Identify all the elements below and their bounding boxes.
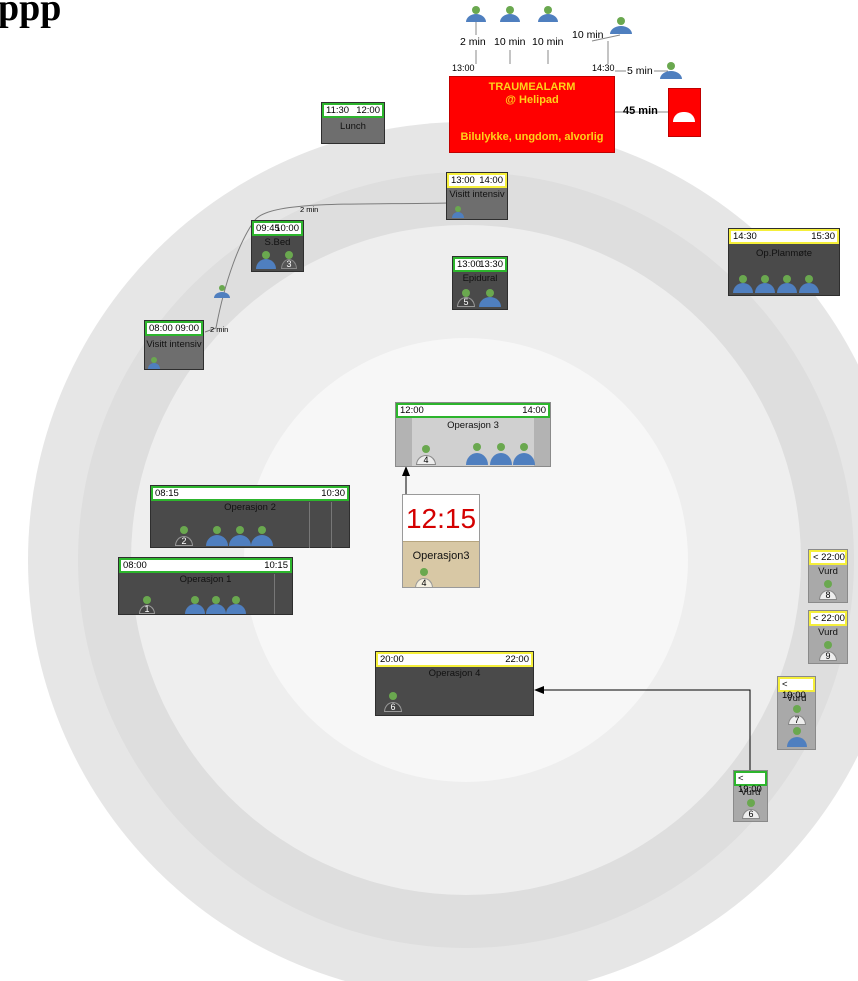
page-title: ppp (0, 0, 62, 29)
person-icon (229, 526, 251, 546)
person-icon (251, 526, 273, 546)
card-label: S.Bed (264, 237, 291, 248)
person-icon (787, 727, 807, 747)
patient-marker: 2 (175, 526, 193, 546)
person-icon (777, 275, 797, 293)
card-label: Op.Planmøte (756, 248, 812, 259)
patient-marker: 6 (384, 692, 402, 712)
alarm-duration: 45 min (623, 105, 658, 117)
person-icon (660, 62, 682, 79)
patient-marker: 5 (457, 289, 475, 307)
patient-marker: 3 (281, 251, 297, 269)
alarm-end: 14:30 (592, 63, 615, 73)
trauma-alarm-card[interactable]: TRAUMEALARM @ Helipad Bilulykke, ungdom,… (449, 76, 615, 153)
patient-marker: 9 (819, 641, 837, 661)
transit-time: 2 min (300, 205, 319, 214)
vurd-card[interactable]: < 22:00 Vurd 8 (808, 549, 848, 603)
current-time-card[interactable]: 12:15 Operasjon3 4 (402, 494, 480, 588)
person-icon (466, 6, 486, 22)
person-icon (185, 596, 205, 614)
patient-marker: 6 (742, 799, 760, 819)
arrival-time: 10 min (572, 29, 604, 41)
vurd-card[interactable]: < 22:00 Vurd 9 (808, 610, 848, 664)
arrival-time: 5 min (627, 65, 653, 77)
person-icon (755, 275, 775, 293)
person-icon (500, 6, 520, 22)
person-icon (538, 6, 558, 22)
alarm-line1: TRAUMEALARM (488, 81, 576, 93)
person-icon (214, 285, 230, 298)
patient-marker: 1 (139, 596, 155, 614)
patient-marker: 4 (415, 568, 433, 588)
alarm-line3: Bilulykke, ungdom, alvorlig (460, 131, 604, 143)
alarm-line2: @ Helipad (505, 94, 559, 106)
vurd-card[interactable]: < 19:00 Vurd 7 (777, 676, 816, 750)
person-icon (206, 526, 228, 546)
person-icon (733, 275, 753, 293)
person-icon (148, 357, 160, 369)
card-label: Epidural (462, 273, 498, 284)
person-icon (226, 596, 246, 614)
helicopter-patient-icon[interactable] (668, 88, 701, 137)
card-label: Visitt intensiv (146, 339, 202, 350)
person-icon (513, 443, 535, 465)
person-icon (799, 275, 819, 293)
person-icon (610, 17, 632, 34)
card-label: Operasjon 2 (224, 502, 276, 513)
alarm-start: 13:00 (452, 63, 475, 73)
person-icon (256, 251, 276, 269)
arrival-time: 10 min (494, 36, 526, 48)
person-icon (490, 443, 512, 465)
person-icon (206, 596, 226, 614)
patient-marker: 8 (819, 580, 837, 600)
card-label: Visitt intensiv (449, 189, 505, 200)
arrival-time: 2 min (460, 36, 486, 48)
current-time: 12:15 (405, 503, 477, 534)
person-icon (479, 289, 501, 307)
card-label: Lunch (340, 121, 366, 132)
patient-marker: 7 (788, 705, 806, 725)
vurd-card[interactable]: < 19:00 Vurd 6 (733, 770, 768, 822)
current-operation: Operasjon3 (412, 550, 470, 562)
card-label: Operasjon 3 (447, 420, 499, 431)
person-icon (466, 443, 488, 465)
transit-time: 2 min (210, 325, 229, 334)
card-label: Operasjon 1 (179, 574, 232, 585)
card-label: Operasjon 4 (428, 668, 481, 679)
patient-marker: 4 (416, 445, 436, 465)
arrival-time: 10 min (532, 36, 564, 48)
person-icon (452, 206, 464, 218)
route-line (215, 202, 449, 329)
